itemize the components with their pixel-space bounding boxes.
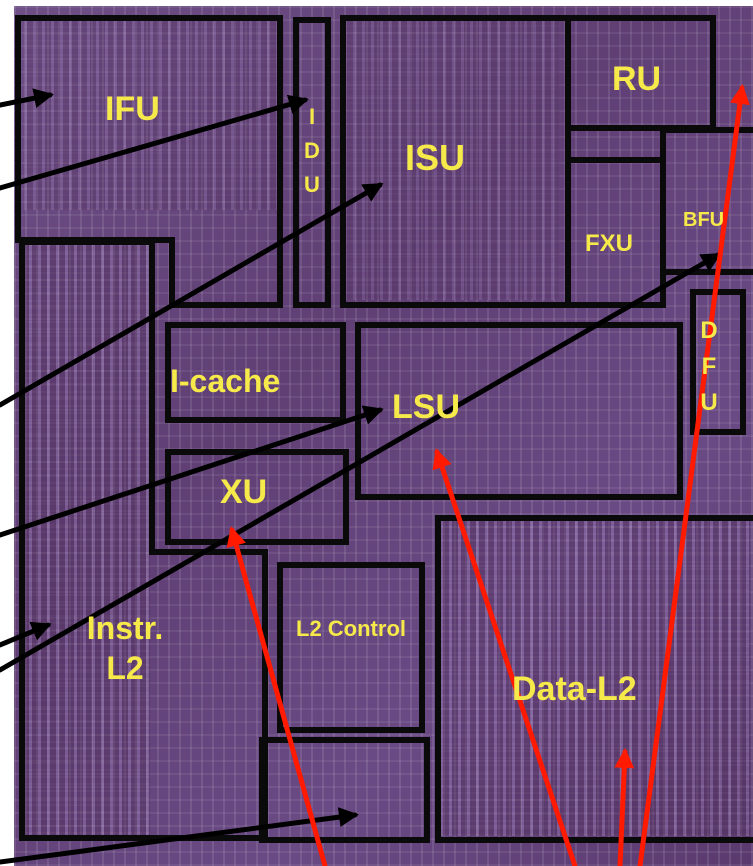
l2-control-block [280, 565, 422, 730]
dfu-label: D F U [699, 313, 719, 421]
isu-label: ISU [405, 140, 465, 176]
ifu-label: IFU [105, 92, 160, 126]
instr-l2-label: Instr. L2 [70, 608, 180, 688]
red-arrow-to-data-l2 [620, 752, 625, 866]
red-arrow-to-ru [640, 88, 742, 866]
l2-control-label: L2 Control [285, 612, 417, 646]
idu-label: I D U [302, 100, 322, 202]
lsu-label: LSU [392, 390, 460, 424]
fxu-label: FXU [585, 232, 633, 256]
xu-label: XU [220, 475, 267, 509]
bfu-block [663, 130, 753, 272]
arrow-to-ifu [0, 95, 50, 105]
red-arrow-to-lsu [437, 452, 575, 866]
bfu-label: BFU [683, 210, 724, 230]
icache-label: I-cache [170, 365, 280, 397]
data-l2-label: Data-L2 [512, 672, 637, 706]
arrow-to-lsu [0, 410, 380, 535]
ru-label: RU [612, 62, 661, 96]
